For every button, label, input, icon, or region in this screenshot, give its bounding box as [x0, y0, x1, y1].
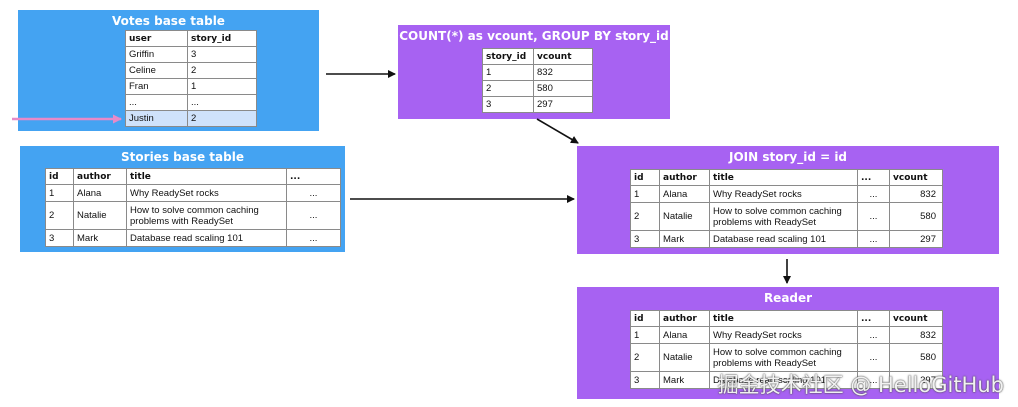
table-row: Fran 1 [125, 78, 257, 95]
table-cell: 2 [630, 202, 660, 231]
table-row: 1 Alana Why ReadySet rocks ... 832 [630, 185, 943, 203]
table-cell: How to solve common caching problems wit… [709, 202, 858, 231]
table-row: ... ... [125, 94, 257, 111]
join-table: id author title ... vcount 1 Alana Why R… [630, 169, 943, 248]
table-row: Griffin 3 [125, 46, 257, 63]
table-row: 2 Natalie How to solve common caching pr… [630, 202, 943, 231]
table-cell: Database read scaling 101 [126, 229, 287, 247]
count-group-by-node: COUNT(*) as vcount, GROUP BY story_id st… [398, 25, 670, 119]
table-row: 1 832 [482, 64, 593, 81]
table-row: 2 580 [482, 80, 593, 97]
highlighted-row: Justin 2 [125, 110, 257, 127]
table-cell: How to solve common caching problems wit… [709, 343, 858, 372]
table-row: 3 Mark Database read scaling 101 ... 297 [630, 371, 943, 389]
count-table: story_id vcount 1 832 2 580 3 297 [482, 48, 593, 113]
join-node: JOIN story_id = id id author title ... v… [577, 146, 999, 254]
count-node-title: COUNT(*) as vcount, GROUP BY story_id [399, 29, 669, 43]
join-node-title: JOIN story_id = id [728, 150, 848, 164]
table-row: 3 Mark Database read scaling 101 ... 297 [630, 230, 943, 248]
table-cell: 297 [533, 96, 593, 113]
table-row: 1 Alana Why ReadySet rocks ... 832 [630, 326, 943, 344]
table-cell: Justin [125, 110, 188, 127]
table-cell: 2 [630, 343, 660, 372]
table-cell: 580 [889, 202, 943, 231]
table-cell: ... [286, 229, 341, 247]
stories-table: id author title ... 1 Alana Why ReadySet… [45, 168, 341, 247]
reader-node-title: Reader [763, 291, 813, 305]
table-row: 1 Alana Why ReadySet rocks ... [45, 184, 341, 202]
arrow-count-to-join [536, 118, 579, 144]
stories-base-table-node: Stories base table id author title ... 1… [20, 146, 345, 252]
table-cell: 297 [889, 371, 943, 389]
table-cell: 580 [889, 343, 943, 372]
votes-table-title: Votes base table [112, 14, 225, 28]
stories-table-title: Stories base table [121, 150, 244, 164]
table-cell: 3 [630, 230, 660, 248]
table-row: 2 Natalie How to solve common caching pr… [45, 201, 341, 230]
table-cell: Database read scaling 101 [709, 230, 858, 248]
table-row: 3 Mark Database read scaling 101 ... [45, 229, 341, 247]
table-cell: 2 [45, 201, 74, 230]
table-cell: 2 [187, 110, 257, 127]
table-cell: 297 [889, 230, 943, 248]
table-row: 3 297 [482, 96, 593, 113]
reader-table: id author title ... vcount 1 Alana Why R… [630, 310, 943, 389]
votes-table: user story_id Griffin 3 Celine 2 Fran 1 … [125, 30, 257, 127]
watermark-text: 掘金技术社区 @ HelloGitHub [717, 373, 1004, 397]
table-cell: 580 [533, 80, 593, 97]
table-cell: ... [857, 343, 890, 372]
table-cell: Natalie [659, 202, 710, 231]
reader-node: Reader id author title ... vcount 1 Alan… [577, 287, 999, 399]
votes-base-table-node: Votes base table user story_id Griffin 3… [18, 10, 319, 131]
